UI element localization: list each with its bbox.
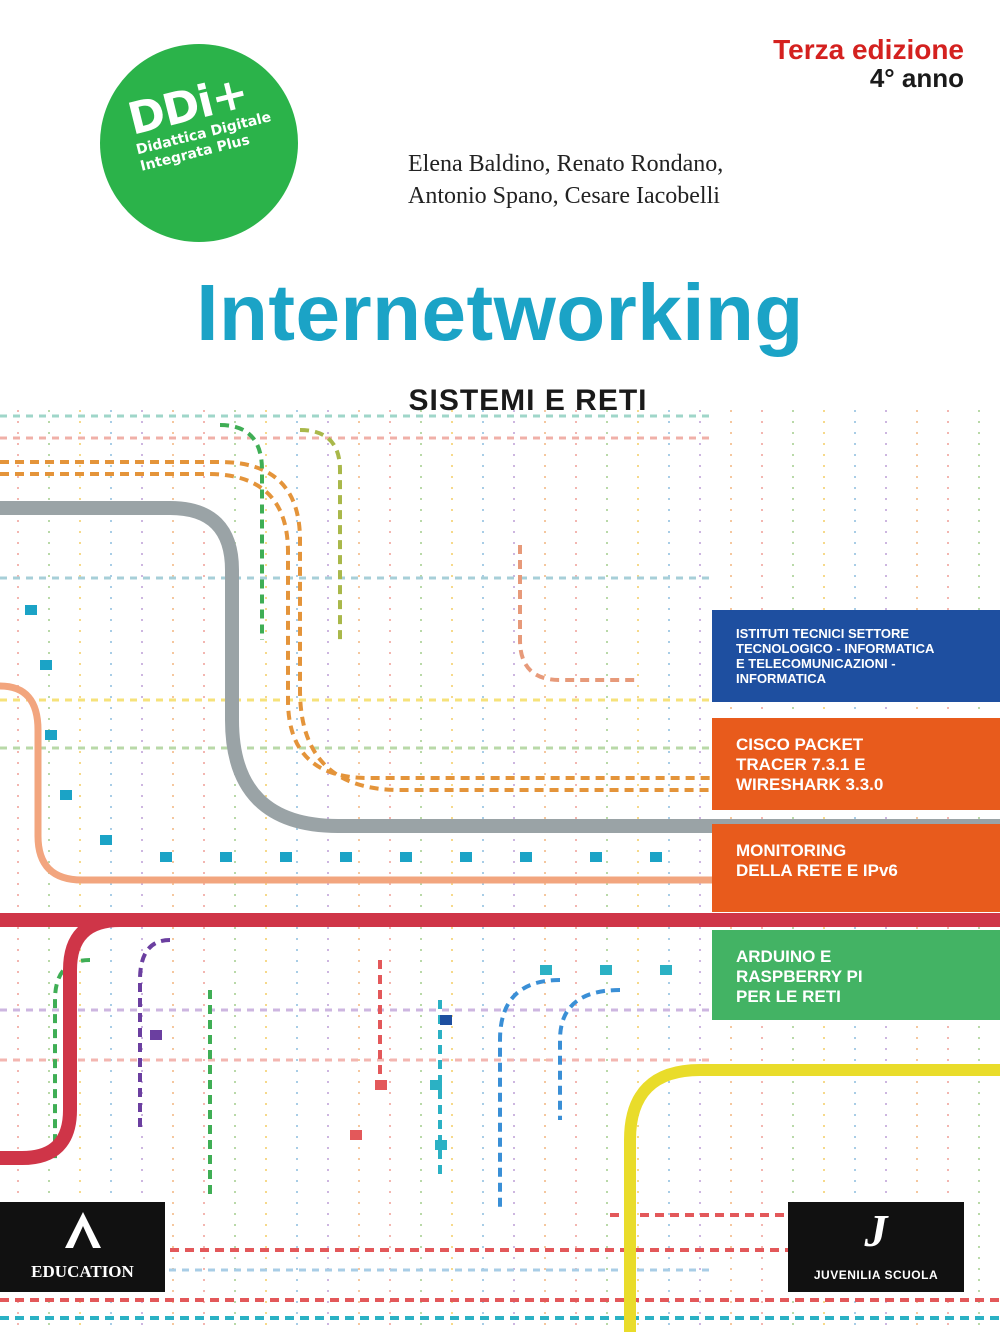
- pixel-glyph: [375, 1080, 387, 1090]
- publisher-name: EDUCATION: [31, 1262, 134, 1281]
- authors: Elena Baldino, Renato Rondano, Antonio S…: [408, 148, 723, 212]
- pixel-glyph: [440, 1015, 452, 1025]
- box-line: DELLA RETE E IPv6: [736, 861, 898, 880]
- pixel-glyph: [25, 605, 37, 615]
- imprint-logo: J JUVENILIA SCUOLA: [788, 1202, 964, 1292]
- box-line: WIRESHARK 3.3.0: [736, 775, 884, 794]
- box-line: INFORMATICA: [736, 671, 827, 686]
- edition-name: Terza edizione: [773, 34, 964, 65]
- box-target-schools: ISTITUTI TECNICI SETTORE TECNOLOGICO - I…: [712, 610, 1000, 702]
- pixel-glyph: [590, 852, 602, 862]
- box-line: E TELECOMUNICAZIONI -: [736, 656, 896, 671]
- box-line: TRACER 7.3.1 E: [736, 755, 866, 774]
- edition-year: 4° anno: [869, 63, 964, 93]
- box-line: RASPBERRY PI: [736, 967, 863, 986]
- pixel-glyph: [540, 965, 552, 975]
- ddi-badge: DDi+ Didattica Digitale Integrata Plus: [100, 44, 298, 242]
- box-arduino-raspberry: ARDUINO E RASPBERRY PI PER LE RETI: [712, 930, 1000, 1020]
- pixel-glyph: [435, 1140, 447, 1150]
- pixel-glyph: [600, 965, 612, 975]
- box-line: ISTITUTI TECNICI SETTORE: [736, 626, 910, 641]
- ddi-badge-text: DDi+ Didattica Digitale Integrata Plus: [123, 67, 277, 176]
- pixel-glyph: [280, 852, 292, 862]
- authors-line-1: Elena Baldino, Renato Rondano,: [408, 151, 724, 177]
- yellow-line: [624, 1064, 1000, 1332]
- pixel-glyph: [150, 1030, 162, 1040]
- peach-line: [0, 682, 720, 884]
- box-line: ARDUINO E: [736, 947, 832, 966]
- box-line: CISCO PACKET: [736, 735, 864, 754]
- box-line: MONITORING: [736, 841, 847, 860]
- imprint-mark: J: [864, 1205, 888, 1256]
- box-cisco-wireshark: CISCO PACKET TRACER 7.3.1 E WIRESHARK 3.…: [712, 718, 1000, 810]
- pixel-glyph: [45, 730, 57, 740]
- gray-line: [0, 501, 1000, 833]
- pixel-glyph: [100, 835, 112, 845]
- edition-label: Terza edizione 4° anno: [773, 34, 964, 93]
- main-lines: [0, 501, 1000, 1332]
- pixel-glyphs: [25, 605, 672, 1150]
- book-title: Internetworking: [196, 268, 804, 357]
- box-monitoring-ipv6: MONITORING DELLA RETE E IPv6: [712, 824, 1000, 912]
- red-curve-line: [0, 913, 121, 1165]
- box-line: PER LE RETI: [736, 987, 841, 1006]
- publisher-logo: EDUCATION: [0, 1202, 165, 1292]
- dotted-grid: [0, 410, 980, 1332]
- pixel-glyph: [660, 965, 672, 975]
- pixel-glyph: [40, 660, 52, 670]
- pixel-glyph: [650, 852, 662, 862]
- imprint-name: JUVENILIA SCUOLA: [813, 1268, 939, 1282]
- pixel-glyph: [430, 1080, 442, 1090]
- pixel-glyph: [460, 852, 472, 862]
- box-line: TECNOLOGICO - INFORMATICA: [736, 641, 935, 656]
- mondadori-mark-icon: [64, 1212, 101, 1248]
- pixel-glyph: [220, 852, 232, 862]
- pixel-glyph: [340, 852, 352, 862]
- pixel-glyph: [520, 852, 532, 862]
- pixel-glyph: [400, 852, 412, 862]
- pixel-glyph: [350, 1130, 362, 1140]
- book-subtitle: SISTEMI E RETI: [408, 384, 648, 417]
- authors-line-2: Antonio Spano, Cesare Iacobelli: [408, 183, 720, 209]
- pixel-glyph: [160, 852, 172, 862]
- pixel-glyph: [60, 790, 72, 800]
